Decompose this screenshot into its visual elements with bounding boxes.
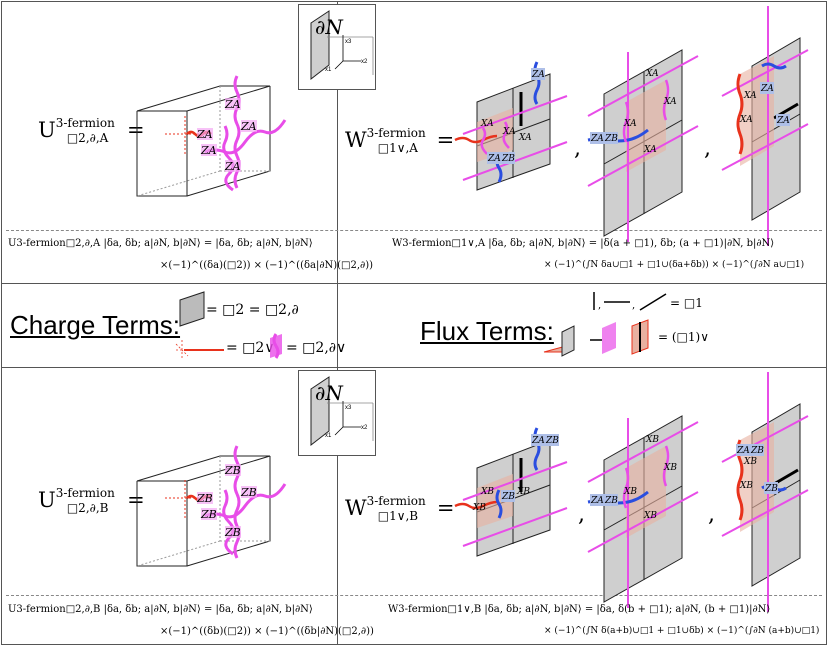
flux-b2-label-1: XB: [645, 435, 659, 445]
flux-b3-label-5: ZB: [764, 484, 778, 494]
equation-w-b-line1: W3-fermion□1∨,B |δa, δb; a|∂N, b|∂N⟩ = |…: [388, 604, 771, 615]
boundary-inset-bottom: ∂N x3 x1 x2: [298, 370, 376, 456]
flux-eq-2: = (□1)∨: [658, 330, 709, 344]
flux-a2-label-4: XA: [643, 145, 657, 155]
flux-b2-label-4: XB: [643, 511, 657, 521]
flux-eq-1: = □1: [670, 296, 703, 310]
flux-b1-label-2: ZB: [545, 436, 559, 446]
axis-x3-bottom: x3: [345, 405, 352, 411]
flux-b1-label-3: XB: [480, 487, 494, 497]
axis-x3-top: x3: [345, 39, 352, 45]
flux-a2-label-1: XA: [645, 69, 659, 79]
charge-eq-3: = □2,∂∨: [286, 340, 347, 356]
equation-w-a-line2: × (−1)^(∫N δa∪□1 + □1∪(δa+δb)) × (−1)^(∫…: [544, 260, 805, 270]
flux-b1-label-6: ZB: [501, 492, 515, 502]
cube-label-zb-2: ZB: [240, 486, 257, 499]
axis-x1-bottom: x1: [325, 433, 332, 439]
cube-label-zb-5: ZB: [224, 526, 241, 539]
flux-b2-label-2: XB: [663, 463, 677, 473]
cube-label-zb-3: ZB: [196, 492, 213, 505]
charge-eq-1: = □2 = □2,∂: [206, 302, 299, 318]
divider-top: [1, 283, 827, 284]
dashed-separator-top: [6, 230, 822, 231]
flux-a3-label-2: XA: [743, 91, 757, 101]
flux-a1-label-1: ZA: [531, 70, 545, 80]
flux-a2-label-5: ZA: [590, 134, 604, 144]
cube-label-za-5: ZA: [224, 160, 241, 173]
charge-legend-boundary-link: [270, 333, 282, 359]
flux-a2-label-2: XA: [663, 97, 677, 107]
equation-u-a-line2: ×(−1)^((δa)(□2)) × (−1)^((δa|∂N)(□2,∂)): [160, 260, 374, 271]
flux-diagram-b-1: ZA ZB XB XB XB ZB: [454, 427, 568, 557]
flux-a1-label-3: XA: [502, 127, 516, 137]
flux-b2-label-5: ZA: [590, 496, 604, 506]
u-operator-b: U3-fermion□2,∂,B =: [38, 486, 145, 516]
charge-legend-plaquette: [179, 291, 205, 327]
comma-a-2: ,: [704, 136, 711, 161]
flux-diagram-b-3: ZA ZB XB XB ZB: [721, 372, 809, 612]
axis-x1-top: x1: [325, 67, 332, 73]
boundary-inset-top: ∂N x3 x1 x2: [298, 4, 376, 90]
flux-b1-label-5: XB: [472, 503, 486, 513]
flux-b3-label-4: XB: [739, 481, 753, 491]
svg-text:,: ,: [598, 300, 601, 311]
cube-label-za-2: ZA: [240, 120, 257, 133]
charge-terms-title: Charge Terms:: [10, 310, 181, 340]
axis-x2-bottom: x2: [361, 425, 368, 431]
dashed-separator-bottom: [6, 595, 822, 596]
flux-b3-label-3: XB: [743, 457, 757, 467]
comma-a-1: ,: [574, 136, 581, 161]
boundary-label-bottom: ∂N: [315, 381, 343, 405]
charge-eq-2: = □2∨: [226, 340, 275, 356]
flux-a1-label-6: ZB: [501, 154, 515, 164]
cube-diagram-b: ZB ZB ZB ZB ZB: [136, 445, 287, 567]
flux-legend-dual: [543, 319, 649, 357]
charge-legend-link: [175, 340, 224, 360]
divider-vertical: [337, 1, 338, 645]
flux-b3-label-1: ZA: [736, 446, 750, 456]
cube-label-za-1: ZA: [224, 98, 241, 111]
comma-b-1: ,: [578, 502, 585, 527]
flux-a3-label-3: XA: [739, 115, 753, 125]
boundary-label-top: ∂N: [315, 15, 343, 39]
cube-diagram-a: ZA ZA ZA ZA ZA: [136, 75, 287, 197]
comma-b-2: ,: [708, 502, 715, 527]
cube-label-zb-4: ZB: [200, 508, 217, 521]
w-operator-a: W3-fermion□1∨,A =: [345, 126, 455, 156]
flux-b2-label-6: ZB: [604, 496, 618, 506]
flux-terms-title: Flux Terms:: [420, 316, 554, 346]
axis-x2-top: x2: [361, 59, 368, 65]
flux-b2-label-3: XB: [623, 487, 637, 497]
flux-a3-label-1: ZA: [760, 84, 774, 94]
svg-text:,: ,: [632, 300, 635, 311]
equation-u-b-line1: U3-fermion□2,∂,B |δa, δb; a|∂N, b|∂N⟩ = …: [8, 604, 313, 615]
divider-bottom: [1, 367, 827, 368]
flux-a1-label-5: ZA: [487, 154, 501, 164]
flux-b1-label-1: ZA: [531, 436, 545, 446]
flux-a2-label-3: XA: [623, 119, 637, 129]
cube-label-za-4: ZA: [200, 144, 217, 157]
flux-diagram-a-3: ZA XA XA ZA: [721, 6, 809, 246]
flux-b3-label-2: ZB: [750, 446, 764, 456]
cube-label-zb-1: ZB: [224, 464, 241, 477]
equation-w-b-line2: × (−1)^(∫N δ(a+b)∪□1 + □1∪δb) × (−1)^(∫∂…: [544, 626, 820, 636]
flux-a2-label-6: ZB: [604, 134, 618, 144]
flux-legend-links: , ,: [593, 292, 667, 311]
flux-diagram-a-1: ZA XA XA XA ZA ZB: [454, 61, 568, 191]
flux-a1-label-2: XA: [480, 119, 494, 129]
cube-label-za-3: ZA: [196, 128, 213, 141]
flux-b1-label-4: XB: [516, 487, 530, 497]
flux-a1-label-4: XA: [518, 133, 532, 143]
u-operator-a: U3-fermion□2,∂,A =: [38, 116, 145, 146]
equation-u-b-line2: ×(−1)^((δb)(□2)) × (−1)^((δb|∂N)(□2,∂)): [160, 626, 374, 637]
flux-a3-label-4: ZA: [776, 116, 790, 126]
w-operator-b: W3-fermion□1∨,B =: [345, 494, 455, 524]
equation-u-a-line1: U3-fermion□2,∂,A |δa, δb; a|∂N, b|∂N⟩ = …: [8, 238, 313, 249]
flux-diagram-a-2: XA XA XA XA ZA ZB: [587, 49, 699, 242]
equation-w-a-line1: W3-fermion□1∨,A |δa, δb; a|∂N, b|∂N⟩ = |…: [392, 238, 775, 249]
flux-diagram-b-2: XB XB XB XB ZA ZB: [587, 415, 699, 608]
